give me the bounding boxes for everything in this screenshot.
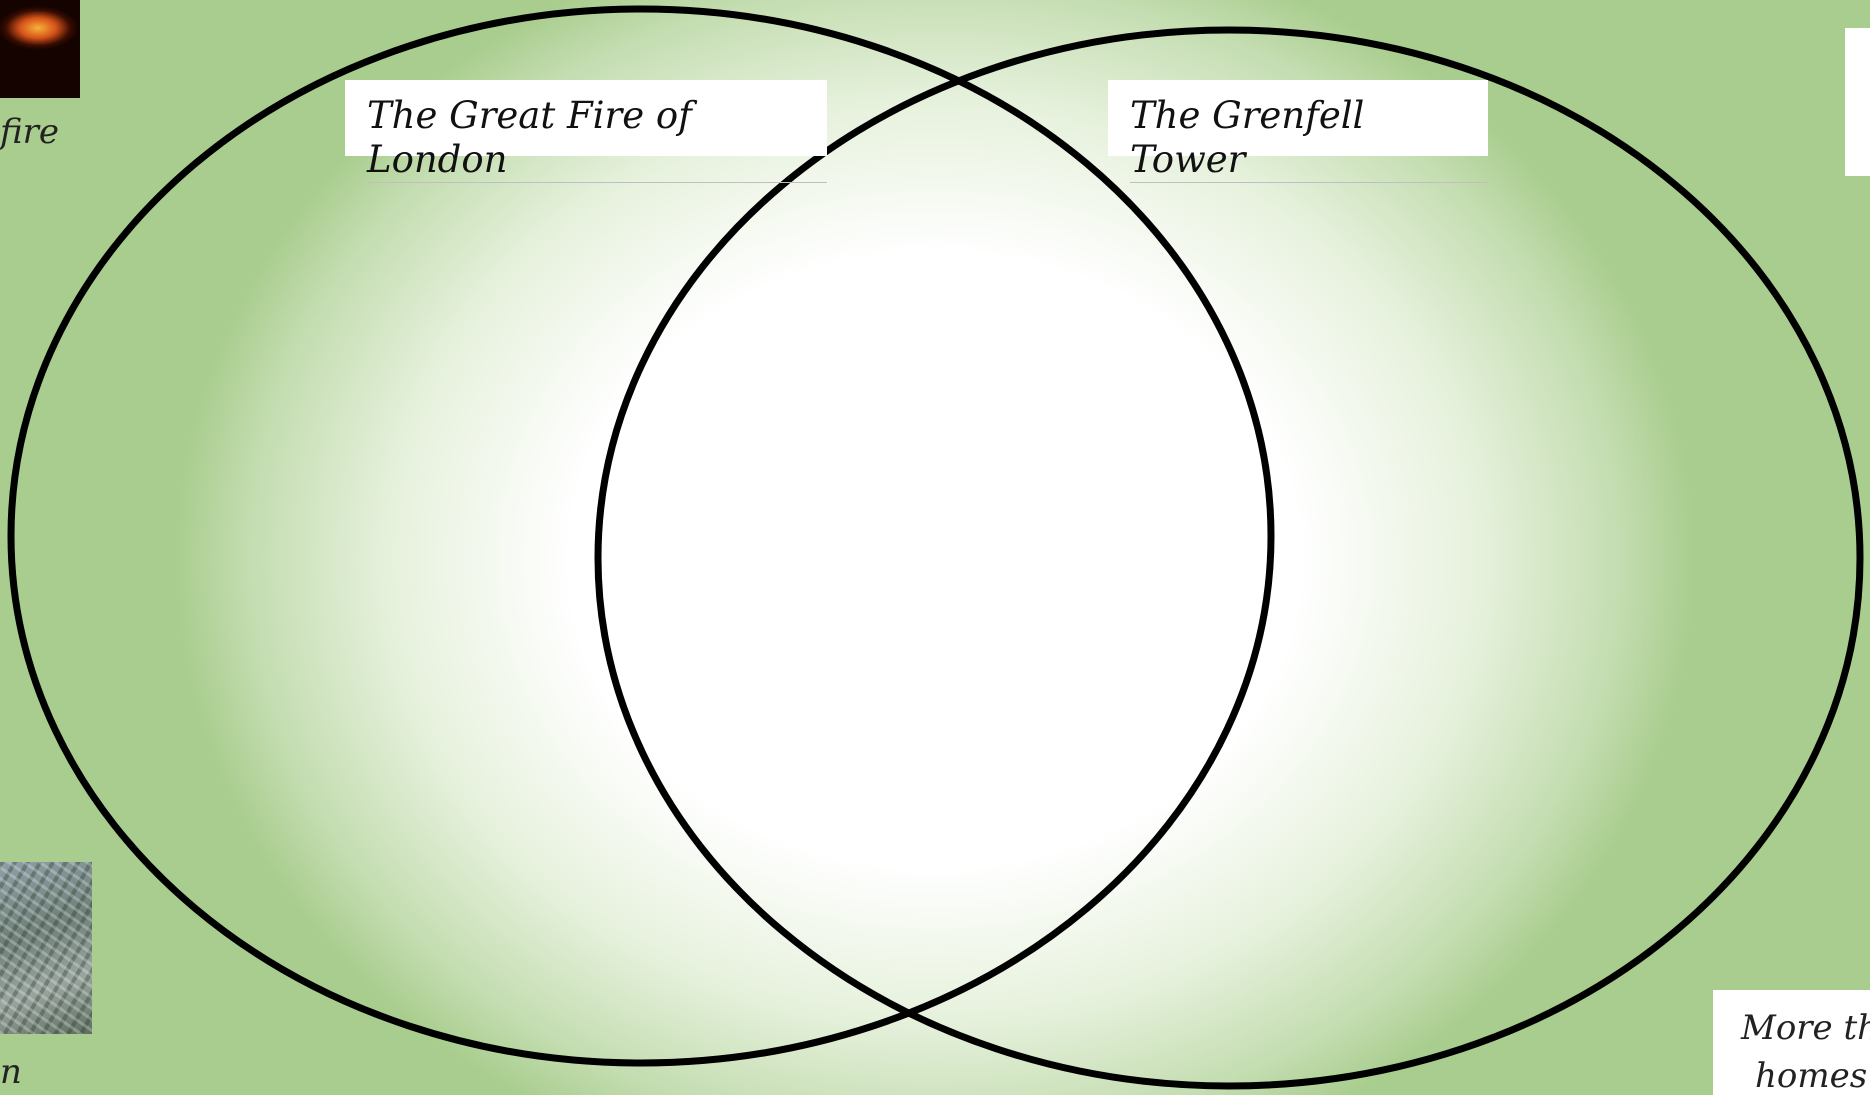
left-circle-title: The Great Fire of London	[367, 94, 827, 183]
fire-image[interactable]	[0, 0, 80, 98]
city-image[interactable]	[0, 862, 92, 1034]
left-circle-title-box: The Great Fire of London	[345, 80, 827, 156]
city-caption: n	[0, 1052, 22, 1092]
note-line-2: homes	[1741, 1052, 1870, 1095]
right-text-box-bottom[interactable]: More th homes	[1713, 990, 1870, 1095]
right-circle-title: The Grenfell Tower	[1130, 94, 1488, 183]
right-circle-title-box: The Grenfell Tower	[1108, 80, 1488, 156]
fire-caption: fire	[0, 112, 59, 152]
note-line-1: More th	[1741, 1004, 1870, 1052]
right-text-box-top[interactable]	[1845, 28, 1870, 176]
venn-circle-right	[598, 30, 1860, 1086]
